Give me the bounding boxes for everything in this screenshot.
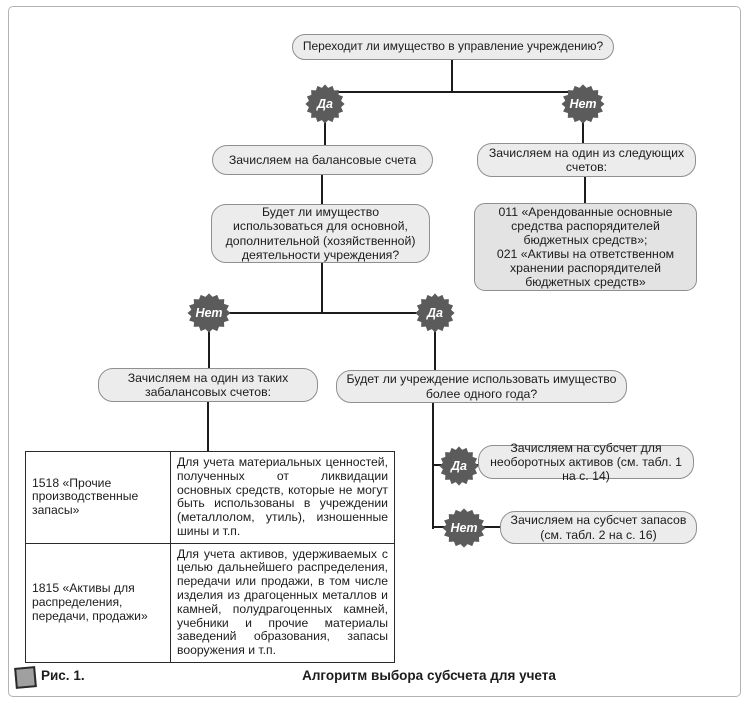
following-accounts-text: Зачисляем на один из следующих счетов: (488, 145, 685, 174)
result-stock-box: Зачисляем на субсчет запасов (см. табл. … (500, 511, 697, 544)
offbalance-intro-text: Зачисляем на один из таких забалансовых … (127, 370, 289, 399)
offbalance-intro-box: Зачисляем на один из таких забалансовых … (98, 368, 318, 402)
starburst-icon (561, 84, 605, 124)
no-badge-label: Нет (569, 97, 597, 111)
connector (207, 401, 209, 452)
connector (451, 60, 453, 93)
figure-caption: Рис. 1. Алгоритм выбора субсчета для уче… (0, 665, 748, 691)
connector (584, 176, 586, 204)
question-year-box: Будет ли учреждение использовать имущест… (336, 370, 627, 403)
question-root-text: Переходит ли имущество в управление учре… (302, 39, 604, 54)
balance-accounts-box: Зачисляем на балансовые счета (212, 145, 433, 175)
account-code-cell: 1815 «Активы для распределения, передачи… (25, 542, 171, 663)
table-row: 1518 «Прочие производственные запасы» Дл… (25, 451, 395, 544)
starburst-icon (439, 446, 479, 486)
table-row: 1815 «Активы для распределения, передачи… (25, 542, 395, 663)
balance-accounts-text: Зачисляем на балансовые счета (228, 152, 417, 167)
connector (208, 312, 436, 314)
offbalance-accounts-table: 1518 «Прочие производственные запасы» Дл… (25, 451, 395, 663)
connector (321, 262, 323, 314)
result-noncurrent-box: Зачисляем на субсчет для необоротных акт… (478, 441, 694, 483)
following-accounts-box: Зачисляем на один из следующих счетов: (477, 143, 696, 177)
yes-badge-year: Да (439, 446, 479, 486)
no-badge-root: Нет (561, 84, 605, 124)
yes-badge-usage: Да (415, 293, 455, 333)
figure-title: Алгоритм выбора субсчета для учета (302, 668, 556, 683)
yes-badge-label: Да (317, 97, 333, 111)
figure-number: Рис. 1. (41, 668, 85, 683)
question-root-box: Переходит ли имущество в управление учре… (292, 34, 614, 60)
account-description-cell: Для учета материальных ценностей, получе… (170, 451, 395, 544)
question-year-text: Будет ли учреждение использовать имущест… (346, 372, 617, 401)
yes-badge-label: Да (427, 306, 443, 320)
result-noncurrent-text: Зачисляем на субсчет для необоротных акт… (490, 440, 682, 484)
starburst-icon (187, 293, 231, 333)
question-usage-text: Будет ли имущество использоваться для ос… (225, 205, 416, 262)
yes-badge-label: Да (451, 459, 467, 473)
no-badge-label: Нет (195, 306, 223, 320)
account-description-cell: Для учета активов, удерживаемых с целью … (170, 542, 395, 663)
no-badge-year: Нет (442, 508, 486, 548)
accounts-011-021-box: 011 «Арендованные основные средства расп… (474, 203, 697, 291)
result-stock-text: Зачисляем на субсчет запасов (см. табл. … (510, 513, 687, 542)
connector (208, 312, 210, 369)
figure-marker-icon (14, 666, 37, 689)
connector (434, 312, 436, 371)
accounts-011-021-text: 011 «Арендованные основные средства расп… (496, 204, 675, 290)
question-usage-box: Будет ли имущество использоваться для ос… (211, 204, 430, 263)
connector (324, 91, 584, 93)
starburst-icon (442, 508, 486, 548)
account-code-cell: 1518 «Прочие производственные запасы» (25, 451, 171, 544)
no-badge-label: Нет (450, 521, 478, 535)
yes-badge-root: Да (305, 84, 345, 124)
connector (321, 174, 323, 205)
starburst-icon (305, 84, 345, 124)
starburst-icon (415, 293, 455, 333)
no-badge-usage: Нет (187, 293, 231, 333)
